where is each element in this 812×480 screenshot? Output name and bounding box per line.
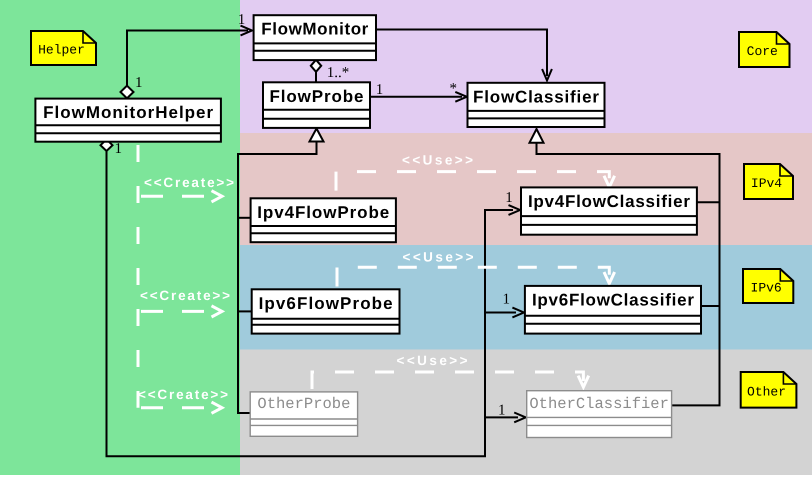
svg-text:OtherClassifier: OtherClassifier [529,395,669,413]
svg-text:1: 1 [505,190,513,206]
svg-text:1: 1 [115,141,123,157]
svg-text:1: 1 [135,75,143,91]
svg-text:FlowProbe: FlowProbe [270,87,364,106]
svg-text:Ipv6FlowProbe: Ipv6FlowProbe [259,294,393,313]
svg-text:FlowClassifier: FlowClassifier [473,87,599,106]
svg-text:IPv6: IPv6 [751,281,782,296]
svg-text:1: 1 [503,292,511,308]
svg-text:Ipv4FlowProbe: Ipv4FlowProbe [257,203,389,222]
svg-text:Other: Other [747,384,786,399]
svg-text:1: 1 [376,82,384,98]
svg-text:<<Create>>: <<Create>> [144,175,234,190]
svg-text:IPv4: IPv4 [751,176,782,191]
svg-text:<<Create>>: <<Create>> [138,387,228,402]
svg-text:Core: Core [747,44,778,59]
svg-text:<<Use>>: <<Use>> [403,250,474,265]
svg-text:Ipv6FlowClassifier: Ipv6FlowClassifier [532,290,694,309]
svg-text:<<Use>>: <<Use>> [402,153,473,168]
svg-text:<<Create>>: <<Create>> [140,288,230,303]
svg-text:Ipv4FlowClassifier: Ipv4FlowClassifier [528,192,690,211]
svg-text:FlowMonitorHelper: FlowMonitorHelper [43,103,213,122]
svg-text:OtherProbe: OtherProbe [257,395,350,413]
svg-text:1..*: 1..* [327,65,350,81]
svg-text:1: 1 [498,403,506,419]
svg-text:1: 1 [238,12,246,28]
svg-text:Helper: Helper [38,43,85,58]
svg-text:*: * [450,81,458,97]
svg-text:FlowMonitor: FlowMonitor [261,20,368,39]
svg-text:<<Use>>: <<Use>> [397,353,468,368]
